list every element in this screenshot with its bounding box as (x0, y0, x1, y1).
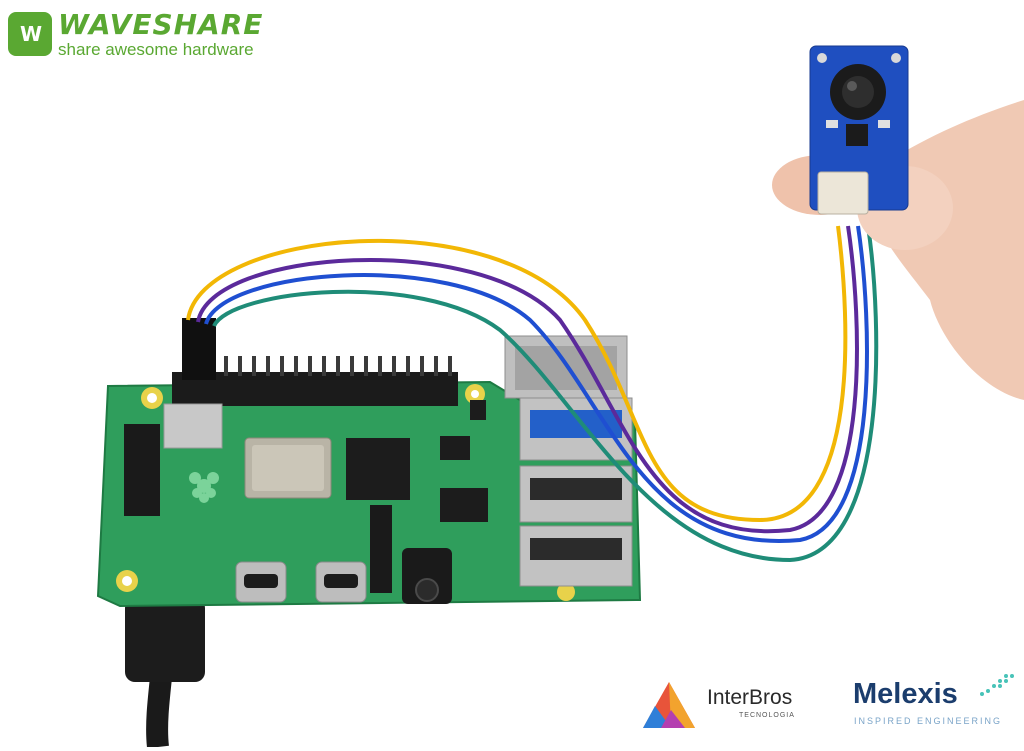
ir-temperature-sensor-board (809, 45, 909, 215)
waveshare-brand-name: WAVESHARE (58, 8, 264, 41)
waveshare-logo-glyph: W (19, 22, 42, 46)
waveshare-logo: W WAVESHARE share awesome hardware (8, 10, 268, 62)
interbros-logo-icon (643, 682, 695, 728)
jumper-wires (186, 225, 879, 563)
interbros-name: InterBros (707, 686, 793, 709)
interbros-subtitle: TECNOLOGIA (739, 712, 795, 719)
melexis-dots-icon (980, 674, 1014, 696)
melexis-name: Melexis (853, 678, 958, 710)
melexis-logo: Melexis INSPIRED ENGINEERING (850, 672, 1020, 732)
raspberry-logo (189, 472, 219, 503)
waveshare-logo-icon: W (8, 12, 52, 56)
melexis-tagline: INSPIRED ENGINEERING (854, 716, 1003, 726)
raspberry-pi-board (96, 318, 642, 608)
waveshare-tagline: share awesome hardware (58, 40, 254, 59)
interbros-logo: InterBros TECNOLOGIA (641, 680, 811, 732)
